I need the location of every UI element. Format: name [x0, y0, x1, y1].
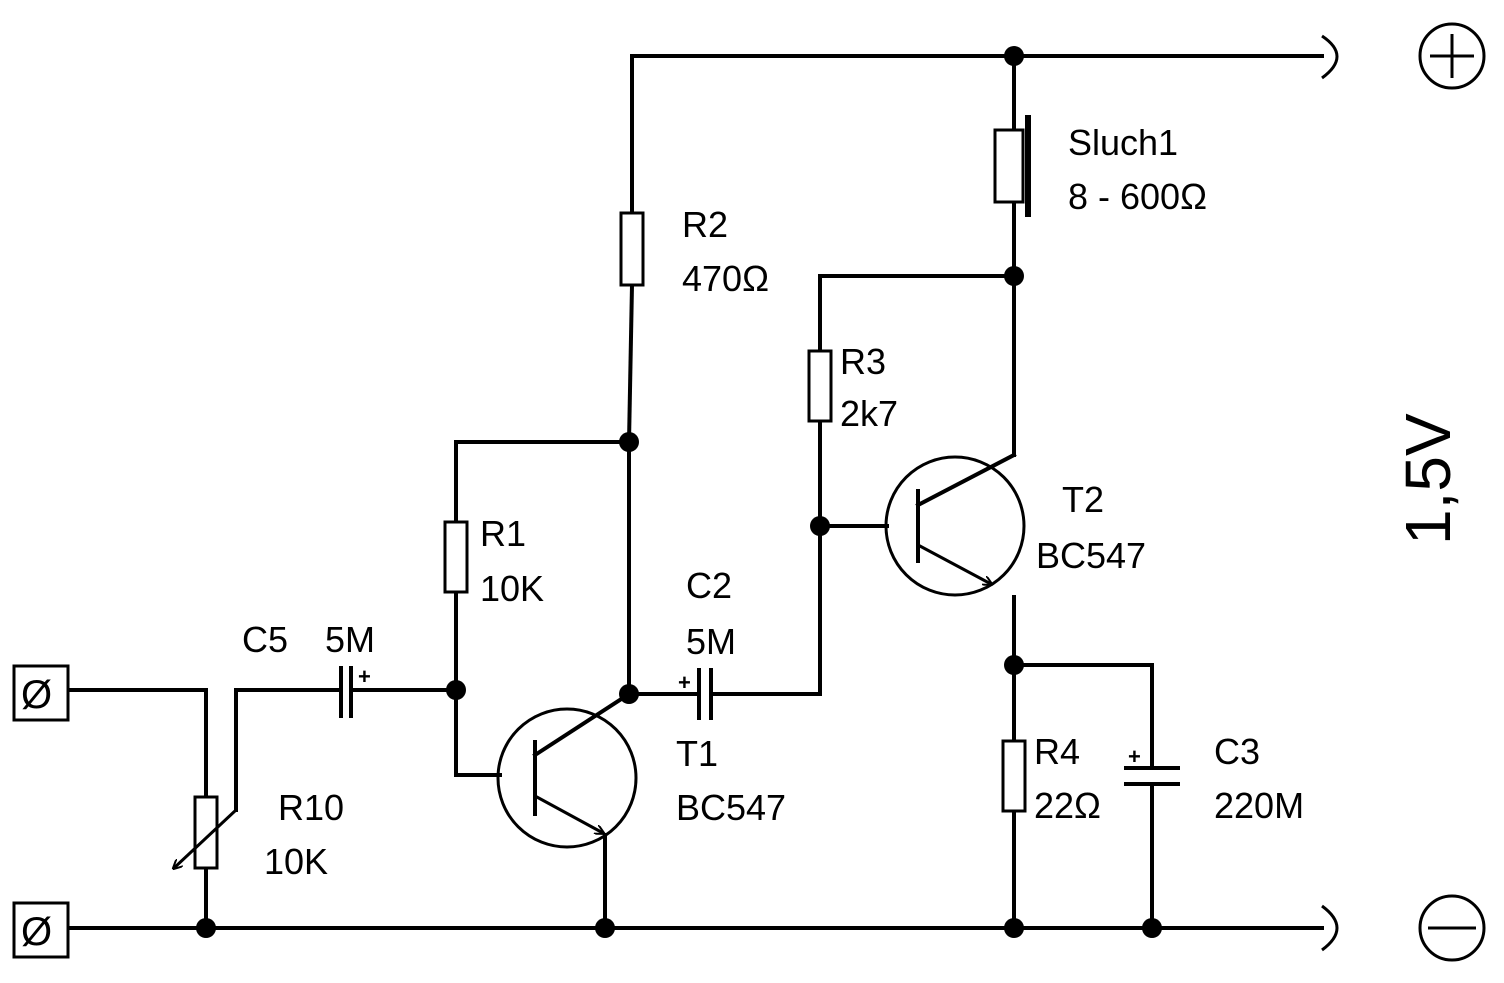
r1-value: 10K: [480, 568, 544, 609]
capacitor-c3: +: [1124, 744, 1180, 786]
t2-name: T2: [1062, 479, 1104, 520]
svg-text:Ø: Ø: [21, 673, 52, 717]
c5-name: C5: [242, 619, 288, 660]
supply-voltage-label: 1,5V: [1392, 413, 1464, 545]
junction-dot: [619, 684, 639, 704]
r3-name: R3: [840, 341, 886, 382]
junction-dot: [1004, 655, 1024, 675]
labels: R2 470Ω R1 10K R3 2k7 R4 22Ω R10 10K C5 …: [242, 122, 1464, 882]
t1-name: T1: [676, 733, 718, 774]
r2-name: R2: [682, 204, 728, 245]
r3-value: 2k7: [840, 393, 898, 434]
resistor-r3: [807, 349, 833, 423]
junction-dot: [1004, 46, 1024, 66]
junction-dot: [196, 918, 216, 938]
t1-value: BC547: [676, 787, 786, 828]
polarity-plus: +: [358, 664, 371, 689]
junctions: [196, 46, 1162, 938]
resistor-r2: [619, 211, 645, 287]
minus-symbol: [1418, 894, 1486, 962]
t2-value: BC547: [1036, 535, 1146, 576]
input-terminal-bottom: Ø: [12, 901, 70, 959]
c2-name: C2: [686, 565, 732, 606]
r10-name: R10: [278, 787, 344, 828]
c5-value: 5M: [325, 619, 375, 660]
polarity-plus: +: [1128, 744, 1141, 769]
r10-value: 10K: [264, 841, 328, 882]
junction-dot: [1004, 266, 1024, 286]
wires: [68, 54, 1324, 930]
plus-symbol: [1418, 22, 1486, 90]
junction-dot: [619, 432, 639, 452]
r4-name: R4: [1034, 731, 1080, 772]
r1-name: R1: [480, 513, 526, 554]
transistor-t2: [884, 455, 1026, 597]
capacitor-c5: +: [339, 664, 371, 718]
c2-value: 5M: [686, 621, 736, 662]
r2-value: 470Ω: [682, 258, 769, 299]
junction-dot: [1004, 918, 1024, 938]
resistor-r1: [443, 520, 469, 594]
potentiometer-r10: [174, 795, 238, 868]
c3-name: C3: [1214, 731, 1260, 772]
svg-text:Ø: Ø: [21, 910, 52, 954]
supply-connector-plus: [1321, 34, 1339, 80]
earphone-sluch1: [993, 115, 1031, 217]
resistor-r4: [1001, 739, 1027, 813]
junction-dot: [1142, 918, 1162, 938]
junction-dot: [446, 680, 466, 700]
transistor-t1: [496, 707, 638, 849]
junction-dot: [810, 516, 830, 536]
sluch1-name: Sluch1: [1068, 122, 1178, 163]
r4-value: 22Ω: [1034, 785, 1101, 826]
polarity-plus: +: [678, 670, 691, 695]
c3-value: 220M: [1214, 785, 1304, 826]
capacitor-c2: +: [678, 668, 713, 720]
junction-dot: [595, 918, 615, 938]
input-terminal-top: Ø: [12, 664, 70, 722]
sluch1-value: 8 - 600Ω: [1068, 176, 1207, 217]
supply-connector-minus: [1321, 904, 1339, 952]
